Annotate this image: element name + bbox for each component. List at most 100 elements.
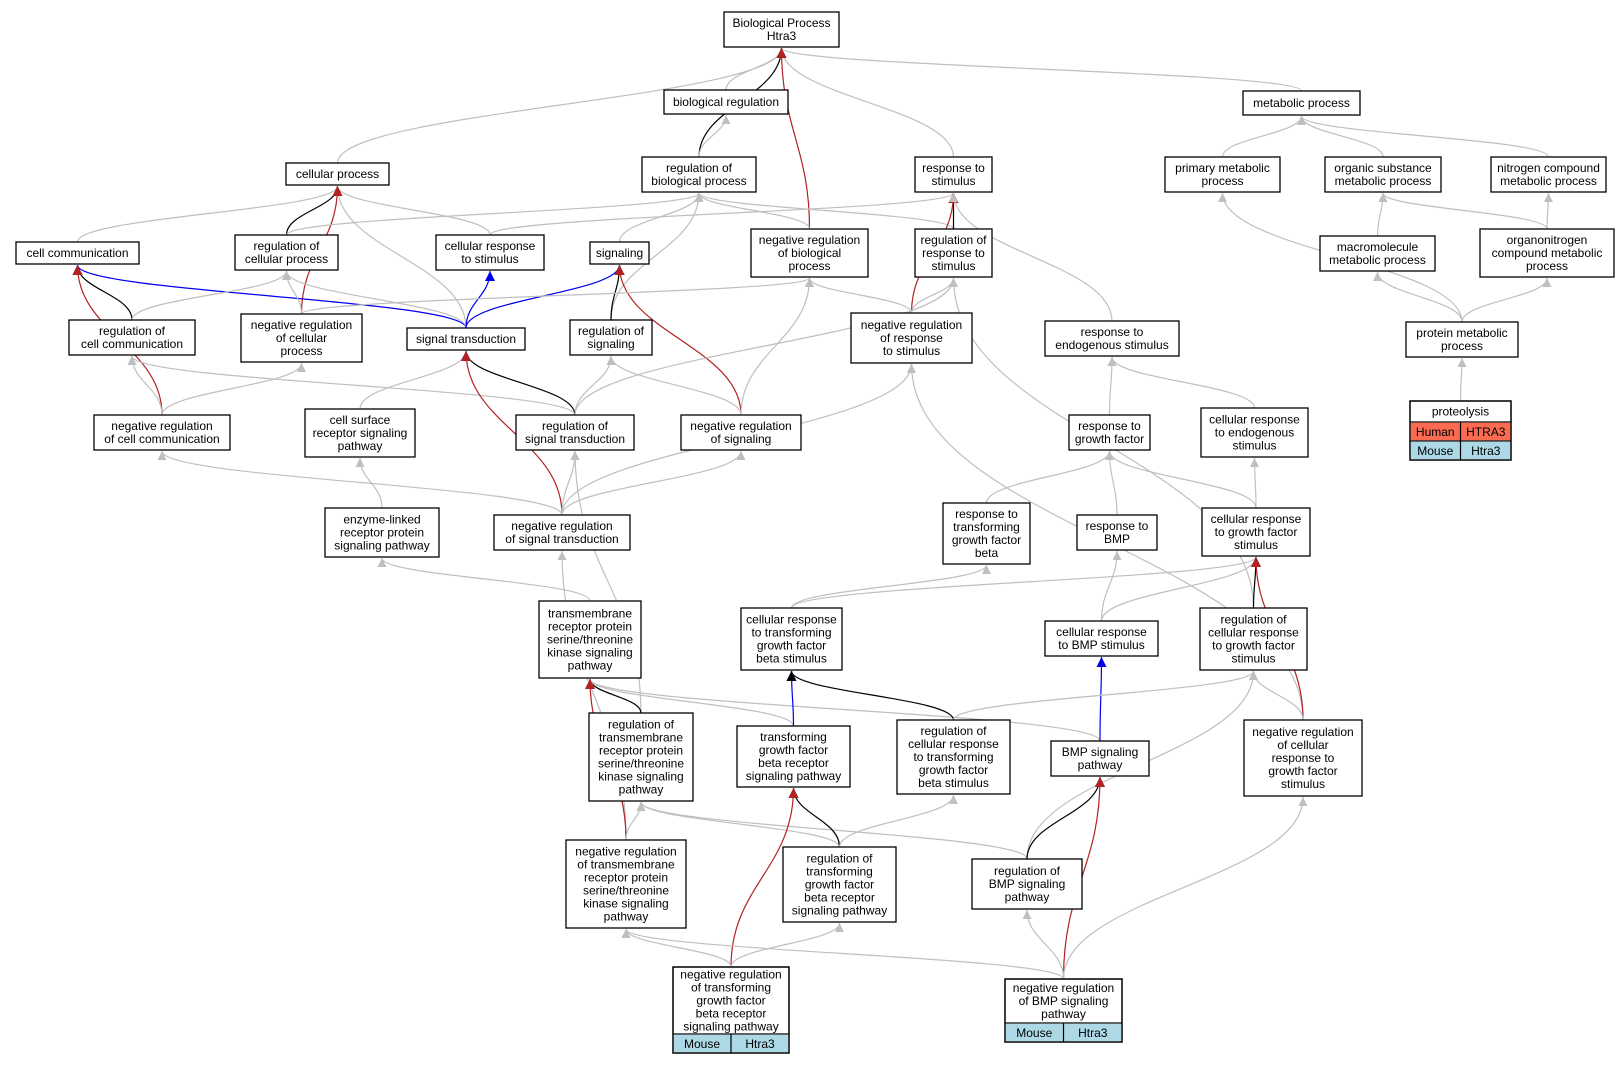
edge-gray [127, 355, 576, 416]
term-box [1319, 235, 1436, 272]
term-label: regulation of [994, 864, 1061, 878]
term-label: receptor protein [340, 526, 424, 540]
term-label: transmembrane [548, 607, 632, 621]
term-box [1199, 607, 1308, 671]
term-box [493, 514, 631, 551]
term-label: response to [922, 161, 985, 175]
edge-gray [694, 192, 955, 230]
term-label: stimulus [1231, 652, 1275, 666]
term-label: signal transduction [416, 332, 516, 346]
term-box [1164, 156, 1281, 193]
term-box [782, 846, 897, 923]
edge-gray [76, 185, 342, 243]
term-label: beta receptor [696, 1007, 767, 1021]
gene-label: Htra3 [1471, 444, 1501, 458]
term-label: beta stimulus [918, 776, 989, 790]
term-outline [1409, 400, 1512, 461]
term-label: of response [880, 331, 943, 345]
term-label: negative regulation [680, 968, 781, 982]
term-label: growth factor [1268, 764, 1337, 778]
term-box [68, 319, 196, 356]
term-label: cellular process [296, 167, 379, 181]
term-label: organonitrogen [1507, 233, 1588, 247]
edge-gray [585, 678, 1101, 742]
go-term-cell-comm[interactable]: cell communication [15, 241, 140, 265]
term-box [589, 241, 650, 265]
gene-label: Htra3 [745, 1037, 775, 1051]
term-label: to transforming [913, 750, 993, 764]
edge-gray [777, 47, 1303, 92]
term-label: regulation of [920, 233, 987, 247]
edge-gray [1457, 357, 1467, 402]
term-box [740, 607, 843, 671]
term-label: beta stimulus [756, 652, 827, 666]
go-term-signaling[interactable]: signaling [589, 241, 650, 265]
term-label: cellular response [445, 239, 536, 253]
go-term-sig-trans[interactable]: signal transduction [406, 327, 526, 351]
term-label: stimulus [1234, 538, 1278, 552]
term-box [1044, 320, 1180, 357]
term-label: signaling [596, 246, 643, 260]
species-label: Mouse [684, 1037, 720, 1051]
edge-gray [1105, 450, 1118, 516]
edge-gray [282, 270, 303, 315]
edge-gray [952, 670, 1258, 721]
species-cell [1410, 441, 1461, 460]
term-label: of signal transduction [505, 532, 618, 546]
go-term-bio-reg[interactable]: biological regulation [663, 89, 789, 115]
edge-gray [621, 928, 1065, 980]
edge-gray [574, 277, 958, 416]
go-term-cell-proc[interactable]: cellular process [285, 162, 390, 186]
edge-gray [1100, 550, 1122, 622]
term-label: cellular response [1056, 625, 1147, 639]
edge-gray [131, 270, 291, 321]
gene-label: Htra3 [1078, 1026, 1108, 1040]
go-term-metab[interactable]: metabolic process [1242, 90, 1361, 116]
